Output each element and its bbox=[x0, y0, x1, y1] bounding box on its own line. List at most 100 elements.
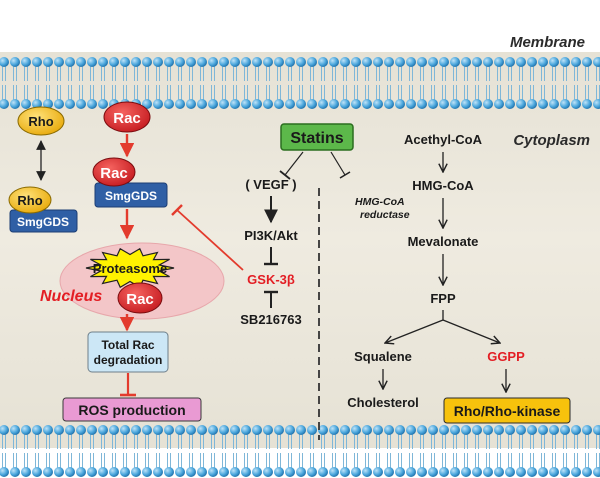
lipid-head bbox=[307, 99, 317, 109]
lipid-head bbox=[252, 425, 262, 435]
lipid-head bbox=[175, 425, 185, 435]
lipid-head bbox=[549, 467, 559, 477]
cholesterol-label: Cholesterol bbox=[347, 395, 419, 410]
lipid-head bbox=[98, 425, 108, 435]
lipid-head bbox=[439, 467, 449, 477]
total-rac-degradation-line2: degradation bbox=[94, 353, 163, 367]
lipid-head bbox=[527, 57, 537, 67]
lipid-head bbox=[472, 99, 482, 109]
nucleus-label: Nucleus bbox=[40, 288, 102, 305]
lipid-head bbox=[263, 425, 273, 435]
lipid-head bbox=[164, 57, 174, 67]
lipid-head bbox=[560, 57, 570, 67]
lipid-head bbox=[362, 99, 372, 109]
mevalonate-label: Mevalonate bbox=[408, 234, 479, 249]
rac-oval-mid bbox=[92, 157, 136, 187]
ros-production-box bbox=[62, 397, 202, 422]
lipid-head bbox=[153, 57, 163, 67]
lipid-head bbox=[219, 57, 229, 67]
lipid-head bbox=[373, 99, 383, 109]
lipid-head bbox=[32, 99, 42, 109]
lipid-head bbox=[142, 425, 152, 435]
lipid-head bbox=[230, 99, 240, 109]
hmgcoa-reductase-line1: HMG-CoA bbox=[355, 196, 405, 208]
lipid-head bbox=[76, 57, 86, 67]
fpp-to-ggpp-arrow bbox=[442, 319, 500, 343]
lipid-head bbox=[461, 425, 471, 435]
lipid-head bbox=[21, 425, 31, 435]
lipid-head bbox=[43, 57, 53, 67]
lipid-head bbox=[65, 467, 75, 477]
lipid-head bbox=[285, 467, 295, 477]
lipid-head bbox=[395, 425, 405, 435]
cytoplasm-label: Cytoplasm bbox=[513, 132, 590, 149]
lipid-head bbox=[186, 57, 196, 67]
lipid-head bbox=[131, 425, 141, 435]
pi3k-akt-label: PI3K/Akt bbox=[244, 228, 298, 243]
lipid-head bbox=[483, 57, 493, 67]
lipid-head bbox=[164, 467, 174, 477]
lipid-head bbox=[87, 467, 97, 477]
lipid-head bbox=[417, 99, 427, 109]
lipid-head bbox=[384, 425, 394, 435]
lipid-head bbox=[582, 99, 592, 109]
lipid-head bbox=[109, 425, 119, 435]
lipid-head bbox=[527, 99, 537, 109]
lipid-head bbox=[428, 57, 438, 67]
hmgcoa-reductase-line2: reductase bbox=[360, 209, 410, 221]
top-white-band bbox=[0, 0, 600, 52]
lipid-head bbox=[428, 99, 438, 109]
lipid-head bbox=[0, 57, 9, 67]
lipid-head bbox=[505, 467, 515, 477]
lipid-head bbox=[285, 425, 295, 435]
lipid-head bbox=[98, 57, 108, 67]
statins-inhibits-reductase-bar bbox=[339, 171, 351, 179]
lipid-head bbox=[21, 99, 31, 109]
lipid-head bbox=[450, 425, 460, 435]
lipid-head bbox=[461, 57, 471, 67]
lipid-head bbox=[87, 425, 97, 435]
lipid-head bbox=[252, 57, 262, 67]
lipid-head bbox=[505, 425, 515, 435]
lipid-head bbox=[296, 99, 306, 109]
lipid-head bbox=[197, 99, 207, 109]
lipid-head bbox=[219, 467, 229, 477]
lipid-head bbox=[54, 57, 64, 67]
lipid-head bbox=[65, 425, 75, 435]
lipid-head bbox=[351, 99, 361, 109]
lipid-head bbox=[329, 57, 339, 67]
lipid-head bbox=[153, 99, 163, 109]
lipid-head bbox=[43, 99, 53, 109]
lipid-head bbox=[538, 57, 548, 67]
lipid-head bbox=[230, 467, 240, 477]
lipid-head bbox=[98, 99, 108, 109]
lipid-head bbox=[142, 57, 152, 67]
lipid-head bbox=[406, 57, 416, 67]
lipid-head bbox=[571, 57, 581, 67]
lipid-head bbox=[494, 467, 504, 477]
lipid-head bbox=[120, 57, 130, 67]
lipid-head bbox=[329, 99, 339, 109]
lipid-head bbox=[164, 99, 174, 109]
statins-inhibits-reductase-line bbox=[330, 151, 346, 176]
lipid-head bbox=[527, 467, 537, 477]
lipid-head bbox=[252, 99, 262, 109]
lipid-head bbox=[450, 99, 460, 109]
lipid-head bbox=[351, 467, 361, 477]
lipid-head bbox=[516, 99, 526, 109]
lipid-head bbox=[560, 425, 570, 435]
lipid-head bbox=[450, 57, 460, 67]
lipid-head bbox=[439, 425, 449, 435]
total-rac-degradation-line1: Total Rac bbox=[101, 338, 154, 352]
gsk3b-inhibits-smggds-bar bbox=[171, 204, 183, 216]
lipid-head bbox=[54, 467, 64, 477]
lipid-head bbox=[362, 467, 372, 477]
lipid-head bbox=[21, 57, 31, 67]
lipid-head bbox=[582, 425, 592, 435]
lipid-head bbox=[197, 425, 207, 435]
lipid-head bbox=[428, 467, 438, 477]
lipid-head bbox=[10, 57, 20, 67]
lipid-head bbox=[472, 57, 482, 67]
